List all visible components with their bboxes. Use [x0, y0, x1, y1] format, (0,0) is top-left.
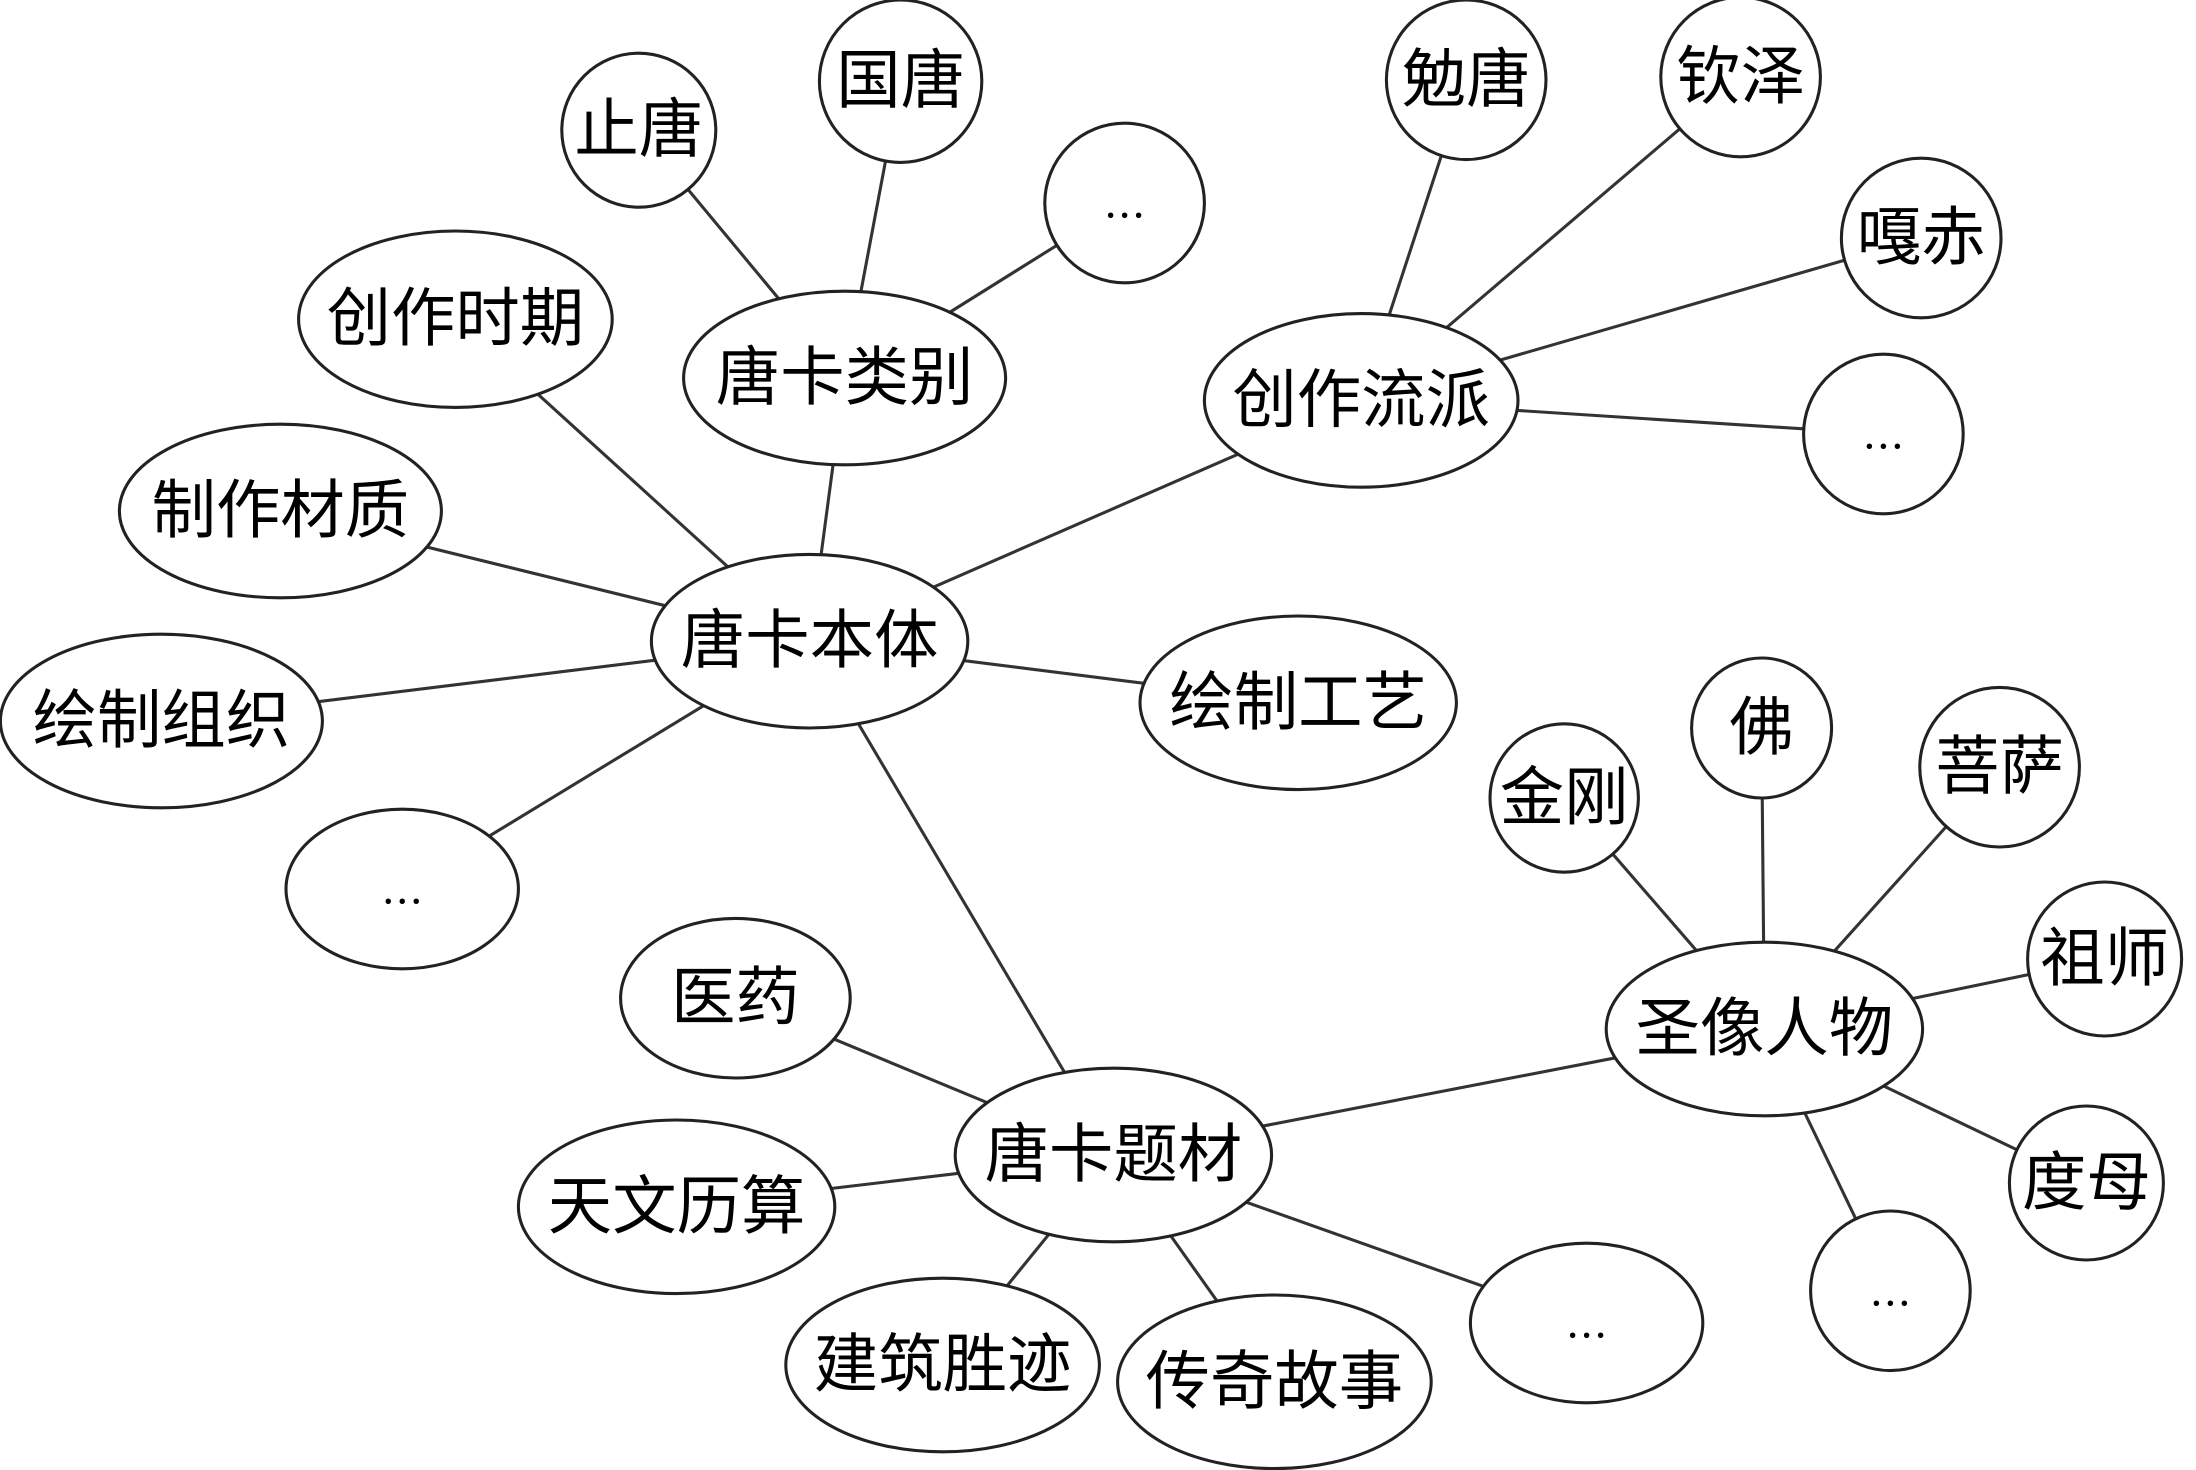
node-category: 唐卡类别 [682, 289, 1008, 467]
node-label: 创作流派 [1232, 363, 1490, 438]
node-org: 绘制组织 [0, 632, 324, 810]
node-label: 金刚 [1500, 761, 1629, 836]
node-label: 止唐 [574, 93, 703, 168]
node-label: 勉唐 [1402, 42, 1531, 117]
node-label: 圣像人物 [1636, 992, 1894, 1067]
node-medicine: 医药 [619, 916, 852, 1080]
node-label: 绘制工艺 [1169, 665, 1427, 740]
node-shape [1802, 352, 1965, 516]
node-jingang: 金刚 [1488, 722, 1640, 874]
node-fig_more: … [1809, 1209, 1972, 1373]
node-shape [2026, 880, 2184, 1038]
node-shape [1809, 1209, 1972, 1373]
node-label: 建筑胜迹 [814, 1328, 1072, 1403]
edge-root-theme [808, 640, 1115, 1156]
node-shape [0, 632, 324, 810]
node-label: 医药 [671, 961, 800, 1036]
node-shape [649, 552, 970, 730]
node-material: 制作材质 [117, 422, 443, 600]
node-label: 钦泽 [1676, 40, 1805, 115]
node-shape [1918, 685, 2081, 849]
node-label: … [381, 865, 423, 914]
node-figures: 圣像人物 [1604, 940, 1925, 1118]
node-shape [817, 0, 984, 164]
node-shape [1116, 1293, 1433, 1470]
node-label: 佛 [1729, 691, 1793, 766]
node-label: 传奇故事 [1146, 1344, 1404, 1419]
node-shape [284, 807, 520, 971]
node-shape [682, 289, 1008, 467]
node-school_more: … [1802, 352, 1965, 516]
node-root_more: … [284, 807, 520, 971]
node-shape [953, 1066, 1274, 1244]
node-shape [117, 422, 443, 600]
node-shape [1043, 121, 1206, 285]
node-root: 唐卡本体 [649, 552, 970, 730]
node-label: 唐卡类别 [716, 341, 974, 416]
node-shape [560, 51, 718, 209]
node-shape [1690, 656, 1834, 800]
node-qinze: 钦泽 [1659, 0, 1822, 159]
node-label: … [1104, 179, 1146, 228]
node-shape [784, 1276, 1101, 1454]
node-label: … [1869, 1266, 1911, 1315]
node-label: 国唐 [836, 44, 965, 119]
node-shape [1468, 1241, 1705, 1405]
node-fo: 佛 [1690, 656, 1834, 800]
node-label: 嘎赤 [1857, 201, 1986, 276]
node-shape [619, 916, 852, 1080]
node-shape [2007, 1104, 2165, 1262]
node-cat_more: … [1043, 121, 1206, 285]
node-shape [1138, 614, 1458, 792]
node-label: 唐卡本体 [681, 604, 939, 679]
node-dumu: 度母 [2007, 1104, 2165, 1262]
node-label: 制作材质 [152, 474, 410, 549]
node-period: 创作时期 [297, 229, 614, 409]
node-shape [516, 1118, 837, 1296]
node-guotang: 国唐 [817, 0, 984, 164]
node-theme_more: … [1468, 1241, 1705, 1405]
node-shape [1384, 0, 1548, 162]
node-label: 菩萨 [1935, 730, 2064, 805]
node-shape [1659, 0, 1822, 159]
node-legend: 传奇故事 [1116, 1293, 1433, 1470]
node-school: 创作流派 [1202, 312, 1520, 489]
node-zushi: 祖师 [2026, 880, 2184, 1038]
node-shape [1604, 940, 1925, 1118]
node-astro: 天文历算 [516, 1118, 837, 1296]
node-shape [1839, 156, 2003, 320]
node-miantang: 勉唐 [1384, 0, 1548, 162]
node-zhitang: 止唐 [560, 51, 718, 209]
node-label: 祖师 [2040, 922, 2169, 997]
node-shape [297, 229, 614, 409]
node-shape [1202, 312, 1520, 489]
node-label: 创作时期 [327, 282, 585, 357]
node-gachi: 嘎赤 [1839, 156, 2003, 320]
node-pusa: 菩萨 [1918, 685, 2081, 849]
node-label: 绘制组织 [33, 684, 291, 759]
node-craft: 绘制工艺 [1138, 614, 1458, 792]
node-arch: 建筑胜迹 [784, 1276, 1101, 1454]
node-label: 天文历算 [548, 1169, 806, 1244]
node-label: … [1566, 1299, 1608, 1348]
node-shape [1488, 722, 1640, 874]
node-label: 度母 [2022, 1146, 2151, 1221]
node-theme: 唐卡题材 [953, 1066, 1274, 1244]
node-label: … [1862, 410, 1904, 459]
node-label: 唐卡题材 [985, 1118, 1243, 1193]
